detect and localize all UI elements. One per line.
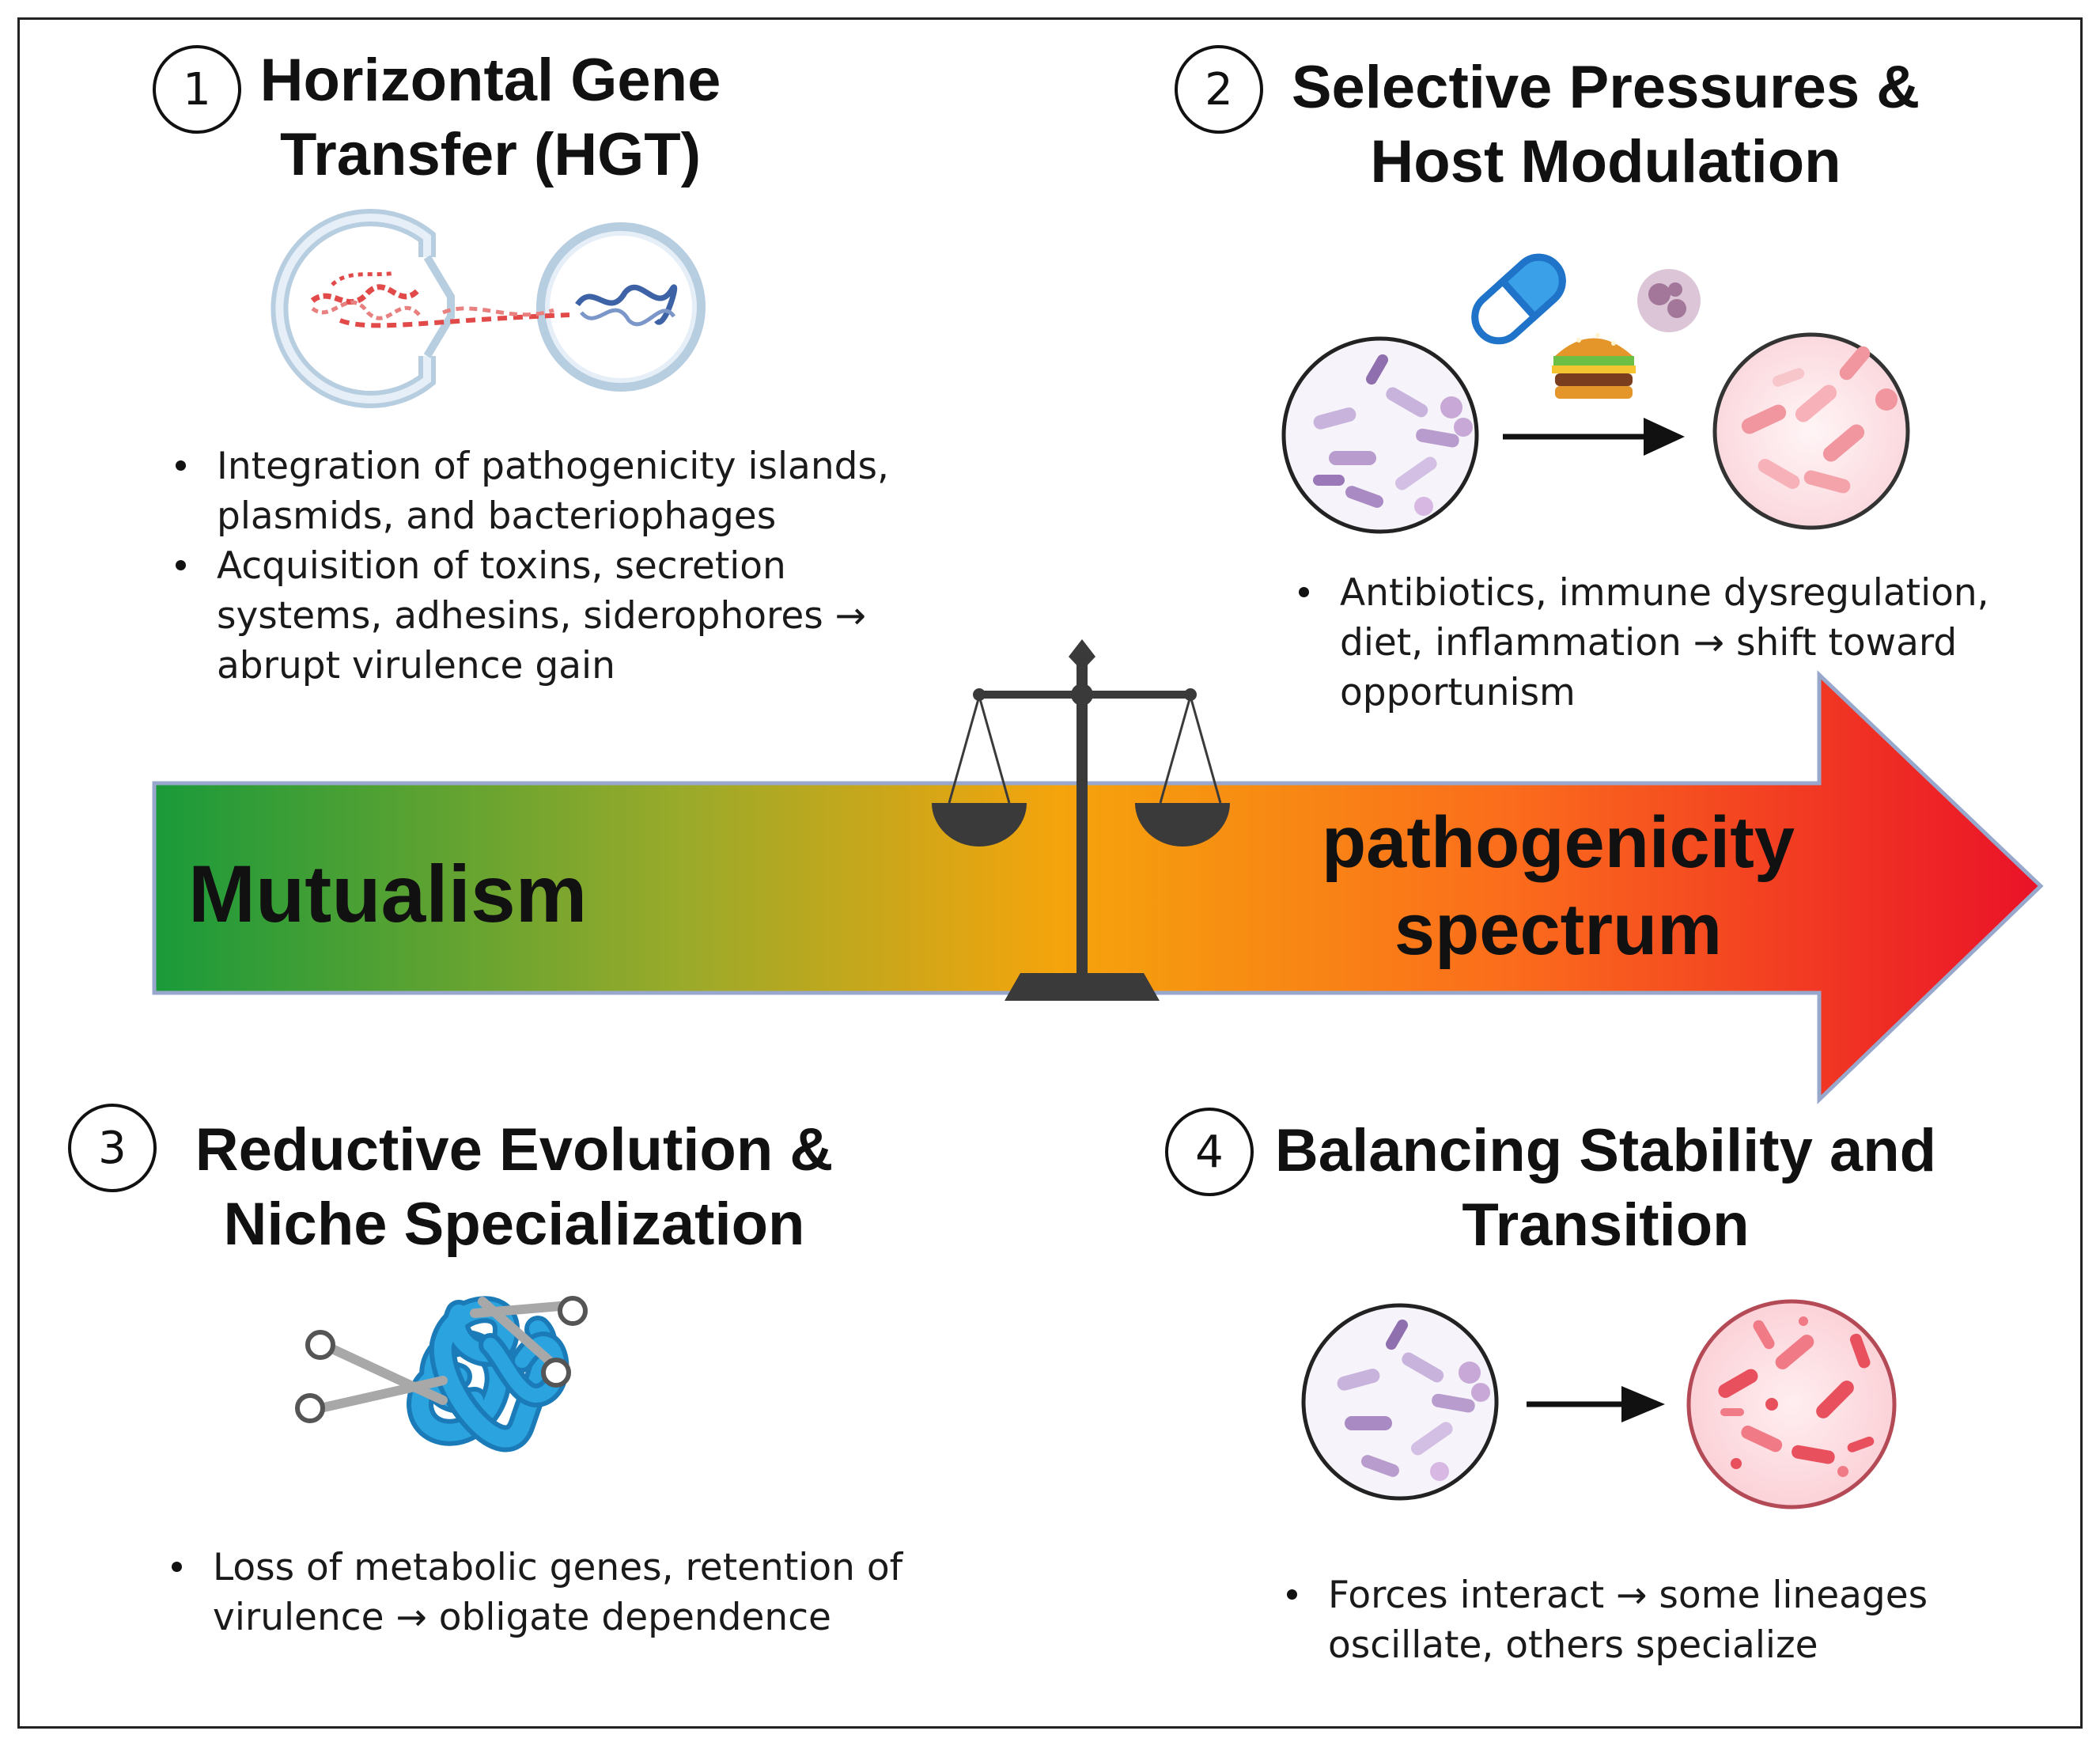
spectrum-right-label-line1: pathogenicity: [1321, 802, 1795, 883]
burger-icon: [1552, 333, 1636, 399]
plasmid-conjugation-icon: [271, 209, 706, 408]
healthy-microbiota-icon: [1281, 336, 1479, 534]
section-3-title: Reductive Evolution & Niche Specializati…: [166, 1113, 862, 1262]
section-2-bullet: Antibiotics, immune dysregulation, diet,…: [1299, 568, 2052, 718]
section-1-title-line1: Horizontal Gene: [259, 47, 721, 114]
immune-cell-icon: [1637, 269, 1701, 332]
section-4-number: 4: [1165, 1108, 1254, 1196]
section-1-bullet: Integration of pathogenicity islands, pl…: [176, 441, 913, 541]
arrow-right-icon: [1527, 1386, 1665, 1422]
spectrum-left-label: Mutualism: [188, 849, 588, 939]
healthy-microbiota-icon: [1301, 1303, 1499, 1501]
section-3-bullets: Loss of metabolic genes, retention of vi…: [162, 1543, 925, 1642]
dysbiotic-microbiota-icon: [1712, 332, 1910, 530]
section-4-bullet: Forces interact → some lineages oscillat…: [1287, 1570, 2040, 1670]
spectrum-arrow: [152, 670, 2044, 1104]
section-4-title: Balancing Stability and Transition: [1258, 1114, 1954, 1263]
section-4-title-line1: Balancing Stability and: [1274, 1117, 1937, 1184]
section-2-number: 2: [1175, 45, 1263, 134]
section-2-title-line2: Host Modulation: [1370, 128, 1841, 195]
section-3-title-line1: Reductive Evolution &: [195, 1116, 834, 1184]
section-1-bullets: Integration of pathogenicity islands, pl…: [166, 441, 913, 691]
spectrum-right-label: pathogenicity spectrum: [1297, 799, 1819, 973]
section-1-number: 1: [153, 45, 241, 134]
spectrum-right-label-line2: spectrum: [1394, 889, 1723, 970]
arrow-right-icon: [1503, 418, 1685, 456]
section-4-title-line2: Transition: [1462, 1191, 1750, 1259]
section-1-title: Horizontal Gene Transfer (HGT): [237, 44, 744, 192]
section-4-bullets: Forces interact → some lineages oscillat…: [1277, 1570, 2040, 1670]
balance-scale-icon: [932, 639, 1230, 1001]
section-2-title: Selective Pressures & Host Modulation: [1266, 51, 1946, 199]
figure-frame: [17, 17, 2083, 1729]
section-1-title-line2: Transfer (HGT): [279, 121, 702, 188]
dna-scissors-icon: [295, 1296, 588, 1452]
section-2-title-line1: Selective Pressures &: [1291, 54, 1920, 121]
section-3-title-line2: Niche Specialization: [223, 1191, 805, 1258]
capsule-icon: [1471, 253, 1566, 345]
section-1-bullet: Acquisition of toxins, secretion systems…: [176, 541, 913, 691]
dysbiotic-microbiota-icon: [1686, 1299, 1897, 1509]
section-3-number: 3: [68, 1104, 157, 1192]
section-2-bullets: Antibiotics, immune dysregulation, diet,…: [1289, 568, 2052, 718]
section-3-bullet: Loss of metabolic genes, retention of vi…: [172, 1543, 925, 1642]
